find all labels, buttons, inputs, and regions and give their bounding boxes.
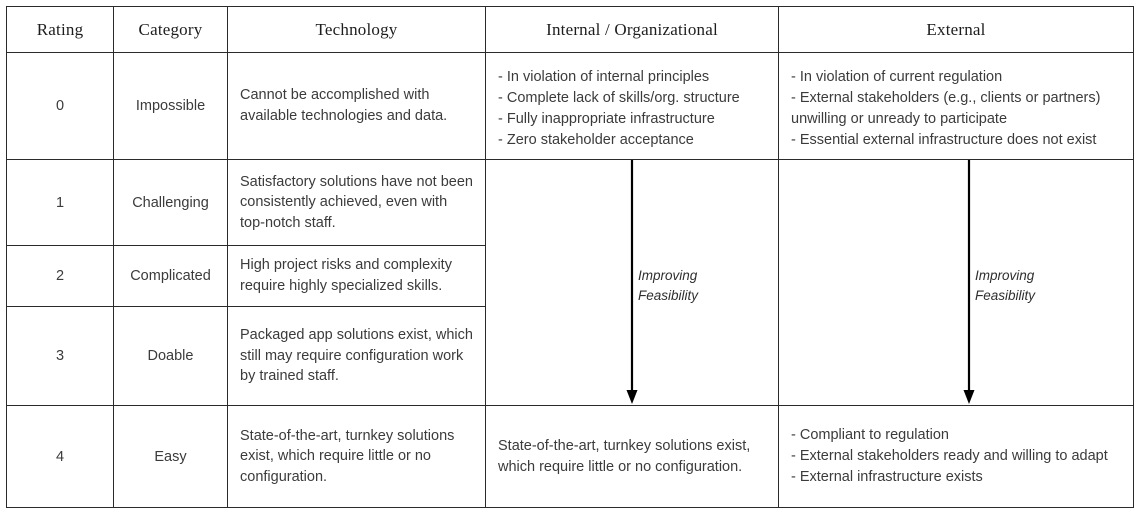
cell-technology-1: Satisfactory solutions have not been con… xyxy=(227,159,486,247)
cell-category-4: Easy xyxy=(113,405,228,508)
list-item: - External infrastructure exists xyxy=(791,469,983,486)
column-header-internal: Internal / Organizational xyxy=(485,6,779,53)
list-item: - Complete lack of skills/org. structure xyxy=(498,90,740,107)
table-row: 1 Challenging Satisfactory solutions hav… xyxy=(6,159,1134,407)
down-arrow-icon xyxy=(963,160,975,405)
cell-rating-1: 1 xyxy=(6,159,114,247)
column-header-external: External xyxy=(778,6,1134,53)
cell-rating-4: 4 xyxy=(6,405,114,508)
list-item: - Zero stakeholder acceptance xyxy=(498,132,694,149)
feasibility-rating-table: Rating Category Technology Internal / Or… xyxy=(6,6,1134,508)
cell-rating-3: 3 xyxy=(6,306,114,407)
external-arrow-container: Improving Feasibility xyxy=(779,160,1133,405)
list-item: - External stakeholders ready and willin… xyxy=(791,448,1108,465)
cell-technology-4: State-of-the-art, turnkey solutions exis… xyxy=(227,405,486,508)
list-item: - Compliant to regulation xyxy=(791,427,949,444)
cell-internal-4: State-of-the-art, turnkey solutions exis… xyxy=(485,405,779,508)
table-row: 0 Impossible Cannot be accomplished with… xyxy=(6,51,1134,161)
internal-arrow-container: Improving Feasibility xyxy=(486,160,778,405)
list-item: - External stakeholders (e.g., clients o… xyxy=(791,90,1101,128)
list-item: - Essential external infrastructure does… xyxy=(791,132,1097,149)
cell-external-improving-feasibility: Improving Feasibility xyxy=(778,159,1134,407)
table-body: 0 Impossible Cannot be accomplished with… xyxy=(6,51,1134,508)
cell-internal-improving-feasibility: Improving Feasibility xyxy=(485,159,779,407)
cell-external-4: - Compliant to regulation - External sta… xyxy=(778,405,1134,508)
cell-rating-0: 0 xyxy=(6,51,114,161)
cell-category-0: Impossible xyxy=(113,51,228,161)
internal-arrow-label: Improving Feasibility xyxy=(638,268,699,303)
cell-category-3: Doable xyxy=(113,306,228,407)
column-header-category: Category xyxy=(113,6,228,53)
list-item: - In violation of current regulation xyxy=(791,69,1003,85)
list-item: - In violation of internal principles xyxy=(498,69,710,85)
header-row: Rating Category Technology Internal / Or… xyxy=(6,6,1134,53)
cell-technology-2: High project risks and complexity requir… xyxy=(227,245,486,308)
table-row: 4 Easy State-of-the-art, turnkey solutio… xyxy=(6,405,1134,508)
cell-external-0: - In violation of current regulation - E… xyxy=(778,51,1134,161)
table-header: Rating Category Technology Internal / Or… xyxy=(6,6,1134,53)
external-arrow-label: Improving Feasibility xyxy=(975,268,1036,303)
cell-rating-2: 2 xyxy=(6,245,114,308)
table-row: 2 Complicated High project risks and com… xyxy=(6,245,1134,308)
cell-category-2: Complicated xyxy=(113,245,228,308)
table-row: 3 Doable Packaged app solutions exist, w… xyxy=(6,306,1134,407)
column-header-rating: Rating xyxy=(6,6,114,53)
cell-category-1: Challenging xyxy=(113,159,228,247)
cell-technology-3: Packaged app solutions exist, which stil… xyxy=(227,306,486,407)
column-header-technology: Technology xyxy=(227,6,486,53)
cell-internal-0: - In violation of internal principles - … xyxy=(485,51,779,161)
list-item: - Fully inappropriate infrastructure xyxy=(498,111,715,128)
down-arrow-icon xyxy=(626,160,638,405)
cell-technology-0: Cannot be accomplished with available te… xyxy=(227,51,486,161)
